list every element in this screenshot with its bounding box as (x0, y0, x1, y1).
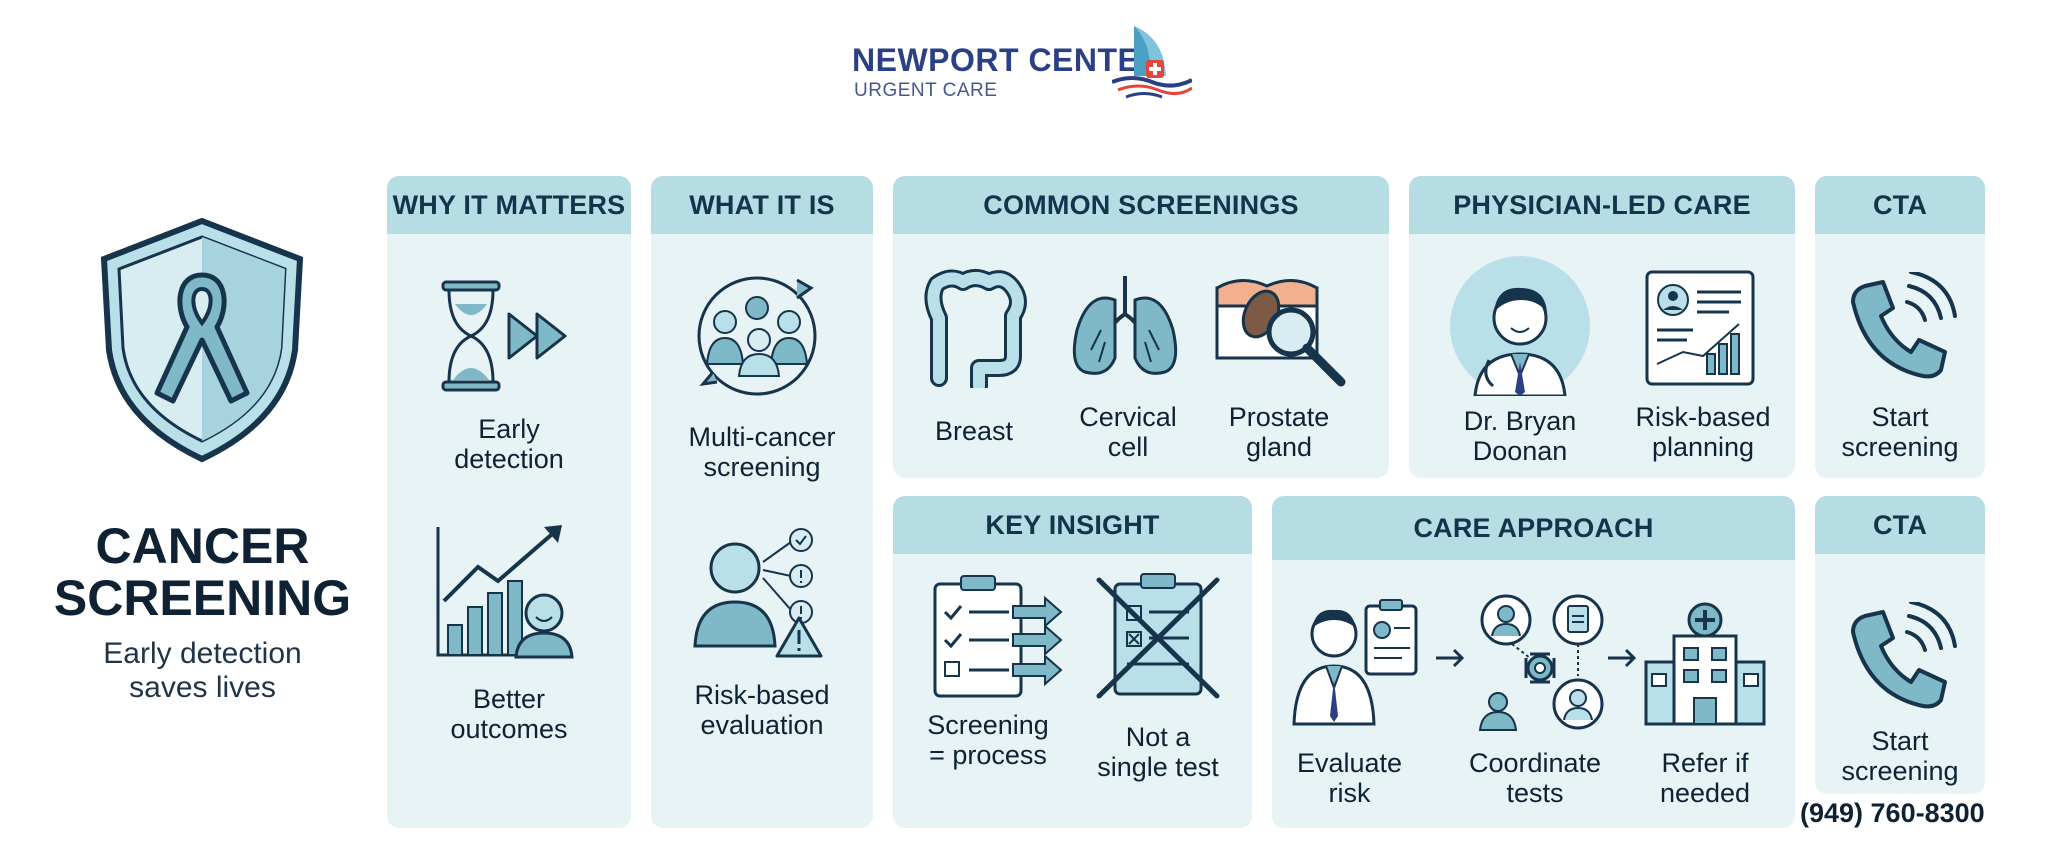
panel-header: KEY INSIGHT (893, 496, 1252, 554)
skin-magnifier-icon (1215, 279, 1346, 387)
doctor-clipboard-icon (1292, 599, 1418, 726)
checklist-icon (933, 575, 1063, 698)
arrow-right-icon (1436, 648, 1465, 668)
item-breast: Breast (934, 416, 1014, 446)
logo-name: NEWPORT CENTER (852, 42, 1163, 78)
doctor-icon (1450, 256, 1590, 396)
item-screening-process: Screening= process (927, 710, 1049, 770)
panel-header: CARE APPROACH (1272, 496, 1795, 560)
risk-person-icon (693, 528, 823, 658)
panel-header: CTA (1815, 176, 1985, 234)
lungs-icon (1072, 276, 1178, 375)
brand-logo[interactable]: NEWPORT CENTER URGENT CARE (850, 24, 1192, 104)
hospital-icon (1644, 602, 1766, 726)
page-subtitle: Early detection saves lives (103, 637, 302, 704)
panel-header: WHY IT MATTERS (387, 176, 631, 234)
ribbon-shield-icon (100, 217, 304, 463)
sail-logo-icon (1112, 26, 1192, 99)
people-cycle-icon (697, 276, 817, 396)
panel-header: COMMON SCREENINGS (893, 176, 1389, 234)
logo-tagline: URGENT CARE (854, 80, 998, 101)
panel-header: PHYSICIAN-LED CARE (1409, 176, 1795, 234)
phone-icon (1851, 602, 1957, 709)
crossed-clipboard-icon (1096, 573, 1220, 699)
panel-header: WHAT IT IS (651, 176, 873, 234)
panel-care-approach: CARE APPROACH (1272, 496, 1795, 828)
coordinate-network-icon (1478, 594, 1604, 731)
phone-icon (1851, 272, 1957, 379)
panel-header: CTA (1815, 496, 1985, 554)
arrow-right-icon (1608, 648, 1637, 668)
colon-icon (924, 269, 1027, 388)
report-icon (1645, 270, 1755, 386)
growth-chart-icon (436, 525, 574, 659)
phone-number-link[interactable]: (949) 760-8300 (1800, 798, 1985, 828)
hourglass-icon (441, 280, 567, 392)
page-title: CANCER SCREENING (53, 518, 352, 626)
